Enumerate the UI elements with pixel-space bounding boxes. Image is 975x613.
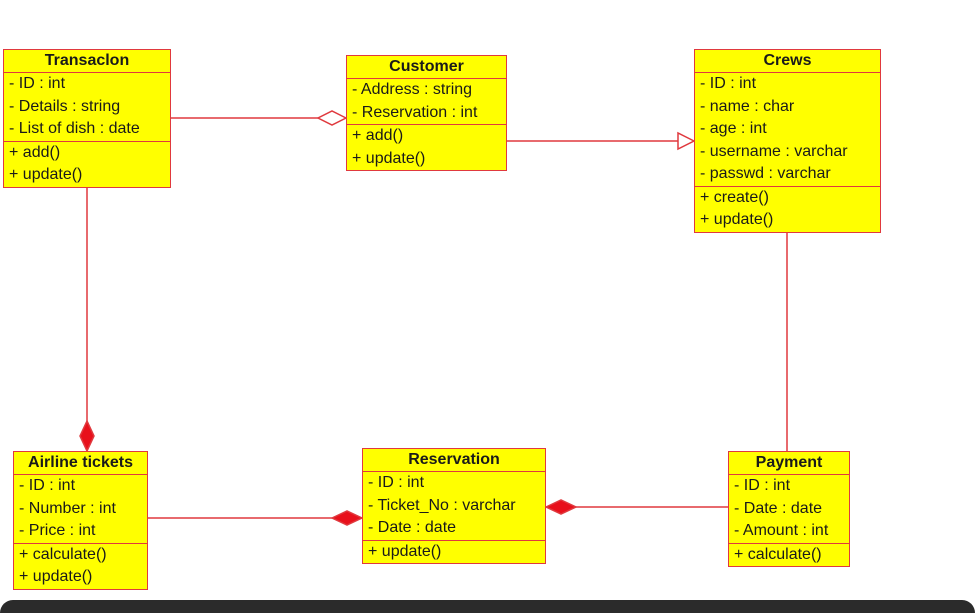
attribute: - Reservation : int	[352, 103, 478, 121]
attributes-section: - ID : int - Number : int - Price : int	[14, 475, 147, 544]
attribute: - age : int	[700, 120, 767, 137]
attribute: - ID : int	[368, 474, 425, 491]
attribute: - Date : date	[368, 519, 457, 536]
attribute: - Date : date	[734, 499, 823, 517]
class-name: Transaclon	[4, 50, 170, 73]
operation: + update()	[700, 211, 774, 228]
attribute: - Ticket_No : varchar	[368, 496, 516, 514]
operations-section: + update()	[363, 541, 545, 564]
attribute: - Details : string	[9, 97, 121, 115]
attributes-section: - ID : int - name : char - age : int - u…	[695, 73, 880, 187]
attribute: - ID : int	[734, 477, 791, 494]
composition-diamond-icon	[79, 419, 95, 453]
operations-section: + create() + update()	[695, 187, 880, 232]
operation: + add()	[9, 143, 61, 161]
attribute: - passwd : varchar	[700, 165, 831, 182]
attributes-section: - ID : int - Ticket_No : varchar - Date …	[363, 472, 545, 541]
class-reservation[interactable]: Reservation - ID : int - Ticket_No : var…	[362, 448, 546, 564]
window-bottom-edge	[0, 600, 975, 613]
generalization-arrow-icon	[677, 131, 696, 151]
attribute: - Price : int	[19, 522, 96, 539]
operation: + update()	[352, 149, 426, 167]
operation: + update()	[19, 568, 93, 585]
operations-section: + add() + update()	[4, 142, 170, 187]
attributes-section: - ID : int - Date : date - Amount : int	[729, 475, 849, 544]
operations-section: + calculate()	[729, 544, 849, 567]
operation: + add()	[352, 127, 404, 144]
attribute: - ID : int	[19, 477, 76, 494]
operation: + create()	[700, 188, 769, 206]
operations-section: + add() + update()	[347, 125, 506, 170]
operation: + update()	[9, 166, 83, 183]
class-name: Payment	[729, 452, 849, 475]
class-crews[interactable]: Crews - ID : int - name : char - age : i…	[694, 49, 881, 233]
attributes-section: - ID : int - Details : string - List of …	[4, 73, 170, 142]
class-airline-tickets[interactable]: Airline tickets - ID : int - Number : in…	[13, 451, 148, 590]
attribute: - ID : int	[9, 75, 66, 92]
operation: + calculate()	[19, 545, 107, 563]
attribute: - List of dish : date	[9, 120, 140, 137]
attribute: - Amount : int	[734, 522, 829, 539]
attribute: - Number : int	[19, 499, 116, 517]
attribute: - username : varchar	[700, 142, 848, 160]
attribute: - ID : int	[700, 75, 757, 92]
class-transaction[interactable]: Transaclon - ID : int - Details : string…	[3, 49, 171, 188]
operation: + update()	[368, 542, 442, 560]
composition-diamond-icon	[544, 499, 578, 515]
attribute: - Address : string	[352, 81, 473, 98]
operations-section: + calculate() + update()	[14, 544, 147, 589]
class-payment[interactable]: Payment - ID : int - Date : date - Amoun…	[728, 451, 850, 567]
class-name: Airline tickets	[14, 452, 147, 475]
attributes-section: - Address : string - Reservation : int	[347, 79, 506, 125]
aggregation-diamond-icon	[316, 110, 348, 126]
class-customer[interactable]: Customer - Address : string - Reservatio…	[346, 55, 507, 171]
class-name: Customer	[347, 56, 506, 79]
class-name: Crews	[695, 50, 880, 73]
operation: + calculate()	[734, 545, 822, 563]
class-name: Reservation	[363, 449, 545, 472]
attribute: - name : char	[700, 97, 795, 115]
composition-diamond-icon	[330, 510, 364, 526]
